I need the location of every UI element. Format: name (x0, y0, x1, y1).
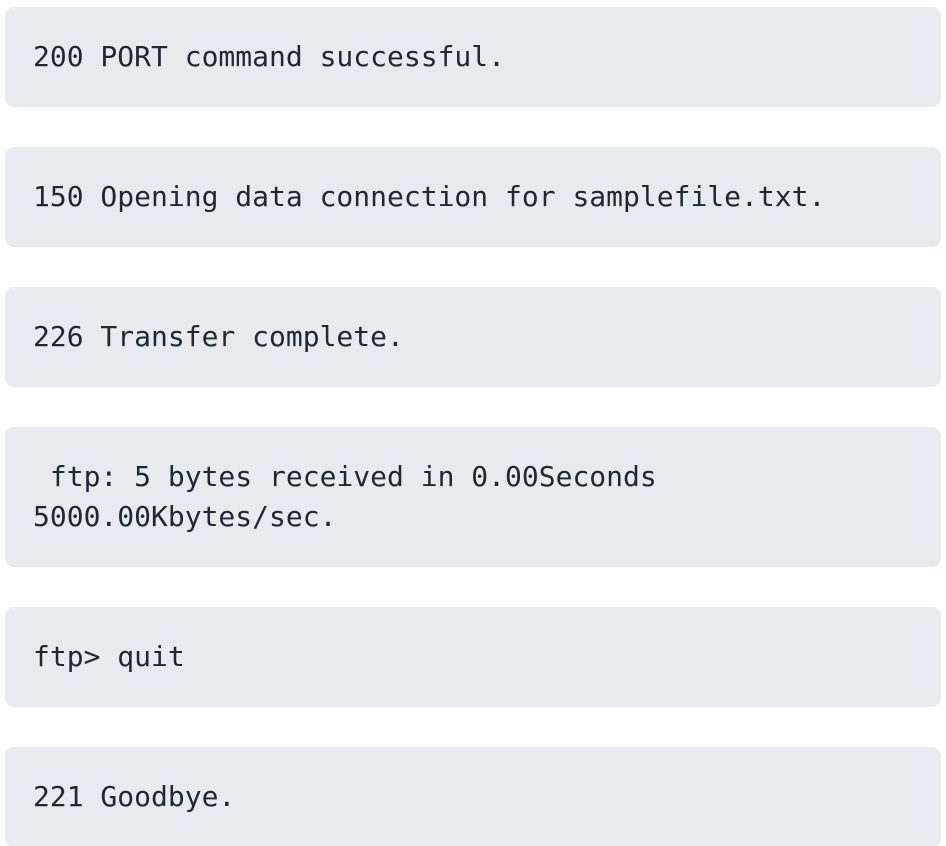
log-message-block: ftp: 5 bytes received in 0.00Seconds 500… (5, 427, 941, 567)
log-message-text: ftp> quit (33, 640, 185, 673)
log-message-block: 226 Transfer complete. (5, 287, 941, 387)
log-message-block: 150 Opening data connection for samplefi… (5, 147, 941, 247)
log-message-block: 221 Goodbye. (5, 747, 941, 846)
log-message-text: 200 PORT command successful. (33, 40, 506, 73)
log-message-text: 226 Transfer complete. (33, 320, 404, 353)
log-message-block: 200 PORT command successful. (5, 7, 941, 107)
log-message-text: ftp: 5 bytes received in 0.00Seconds 500… (33, 460, 674, 533)
log-message-text: 150 Opening data connection for samplefi… (33, 180, 826, 213)
log-message-block: ftp> quit (5, 607, 941, 707)
log-message-text: 221 Goodbye. (33, 780, 236, 813)
